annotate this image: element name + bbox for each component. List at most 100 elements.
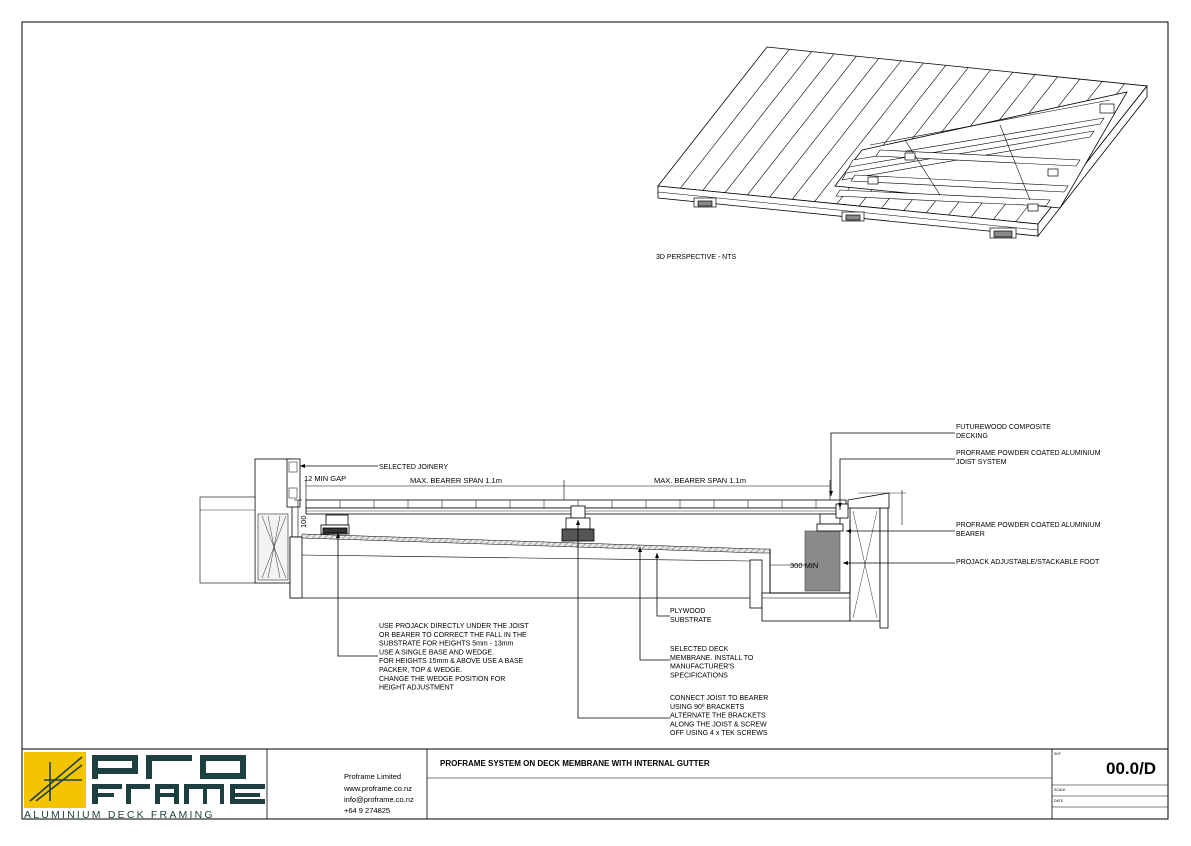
membrane-hatch-line — [605, 543, 611, 549]
membrane-hatch-line — [539, 541, 545, 546]
callout-line: SELECTED DECK — [670, 646, 729, 653]
membrane-hatch-line — [599, 543, 605, 548]
callout-line: USE A SINGLE BASE AND WEDGE. — [379, 649, 494, 656]
membrane-hatch-line — [515, 540, 521, 546]
membrane-hatch-line — [353, 535, 359, 540]
membrane-hatch-line — [725, 547, 731, 553]
membrane-hatch-line — [671, 545, 677, 551]
membrane-hatch-line — [623, 544, 629, 549]
company-website[interactable]: www.proframe.co.nz — [343, 784, 412, 793]
leader-lines — [300, 432, 955, 719]
callout-line: BEARER — [956, 531, 985, 538]
proframe-logo: ALUMINIUM DECK FRAMING — [24, 752, 265, 821]
membrane-hatch-line — [653, 545, 659, 550]
membrane-hatch-line — [527, 541, 533, 546]
membrane-hatch-line — [317, 534, 323, 539]
membrane-hatch-line — [401, 537, 407, 542]
membrane-hatch-line — [545, 541, 551, 547]
leader-arrows — [300, 464, 851, 565]
membrane-hatch-line — [479, 539, 485, 544]
section-view — [199, 458, 906, 629]
membrane-hatch-line — [419, 537, 425, 543]
membrane-hatch-line — [581, 543, 587, 548]
membrane-hatch-line — [629, 544, 635, 549]
membrane-hatch-line — [743, 548, 749, 553]
logo-tagline: ALUMINIUM DECK FRAMING — [24, 809, 215, 821]
membrane-hatch-line — [563, 542, 569, 547]
dim-span-right: MAX. BEARER SPAN 1.1m — [654, 476, 746, 485]
callout-line: MANUFACTURER'S — [670, 664, 735, 671]
membrane-hatch-line — [473, 539, 479, 544]
membrane-hatch-line — [503, 540, 509, 545]
membrane-hatch-line — [449, 538, 455, 543]
membrane-hatch-line — [617, 544, 623, 549]
callout-line: SPECIFICATIONS — [670, 672, 728, 679]
dim-gap: 12 MIN GAP — [304, 474, 346, 483]
callout-line: PLYWOOD — [670, 608, 705, 615]
dim-span-left: MAX. BEARER SPAN 1.1m — [410, 476, 502, 485]
membrane-hatch-line — [533, 541, 539, 546]
membrane-hatch-line — [695, 546, 701, 552]
membrane-hatch-line — [497, 540, 503, 545]
membrane-hatch-line — [365, 535, 371, 541]
logo-word-pro — [92, 755, 246, 779]
membrane-hatch-line — [443, 538, 449, 543]
callout-line: CONNECT JOIST TO BEARER — [670, 695, 768, 702]
membrane-hatch-line — [323, 534, 329, 539]
perspective-feet — [693, 103, 1115, 239]
perspective-view — [657, 46, 1148, 239]
membrane-hatch-line — [377, 536, 383, 541]
callout-line: USE PROJACK DIRECTLY UNDER THE JOIST — [379, 623, 529, 630]
deck-board-line — [680, 49, 790, 189]
callout-membrane: SELECTED DECK MEMBRANE. INSTALL TO MANUFAC… — [670, 646, 754, 679]
callout-line: PROJACK ADJUSTABLE/STACKABLE FOOT — [956, 559, 1100, 566]
membrane-hatch-line — [611, 544, 617, 549]
company-email[interactable]: info@proframe.co.nz — [344, 795, 414, 804]
membrane-hatch-line — [413, 537, 419, 542]
membrane-hatch-line — [755, 548, 761, 554]
membrane-hatch-line — [665, 545, 671, 551]
membrane-hatch-line — [707, 547, 713, 552]
deck-board-line — [724, 53, 835, 193]
membrane-hatch-line — [389, 536, 395, 542]
membrane-hatch-line — [485, 539, 491, 545]
membrane-hatch-line — [359, 535, 365, 541]
callout-line: MEMBRANE. INSTALL TO — [670, 655, 754, 662]
membrane-hatch-line — [395, 536, 401, 542]
membrane-hatch-line — [761, 548, 767, 554]
membrane-hatch — [305, 533, 767, 554]
membrane-hatch-line — [587, 543, 593, 548]
membrane-hatch-line — [677, 546, 683, 551]
membrane-hatch-line — [383, 536, 389, 541]
callout-line: PACKER, TOP & WEDGE. — [379, 667, 462, 674]
callout-line: HEIGHT ADJUSTMENT — [379, 685, 455, 692]
deck-board-line — [791, 60, 902, 200]
callout-line: SUBSTRATE FOR HEIGHTS 5mm - 13mm — [379, 641, 514, 648]
dim-300-min: 300 MIN — [790, 561, 818, 570]
deck-board-line — [702, 51, 812, 191]
membrane-hatch-line — [659, 545, 665, 550]
company-name: Proframe Limited — [344, 772, 401, 781]
callout-foot: PROJACK ADJUSTABLE/STACKABLE FOOT — [956, 559, 1100, 566]
date-label: DATE — [1054, 799, 1064, 803]
membrane-hatch-line — [593, 543, 599, 548]
projack-foot-right — [816, 513, 844, 532]
callout-line: USING 90º BRACKETS — [670, 704, 744, 711]
title-block — [22, 748, 1168, 819]
callout-joinery: SELECTED JOINERY — [379, 464, 448, 471]
callout-line: ALONG THE JOIST & SCREW — [670, 721, 767, 728]
substrate-structure — [289, 507, 889, 629]
callout-connect: CONNECT JOIST TO BEARER USING 90º BRACKET… — [670, 695, 768, 737]
membrane-hatch-line — [551, 542, 557, 547]
dimension-lines — [294, 480, 906, 566]
membrane-hatch-line — [689, 546, 695, 551]
callout-line: OFF USING 4 x TEK SCREWS — [670, 730, 768, 737]
internal-gutter — [769, 520, 851, 594]
membrane-hatch-line — [713, 547, 719, 552]
membrane-hatch-line — [371, 536, 377, 541]
membrane-hatch-line — [737, 548, 743, 553]
